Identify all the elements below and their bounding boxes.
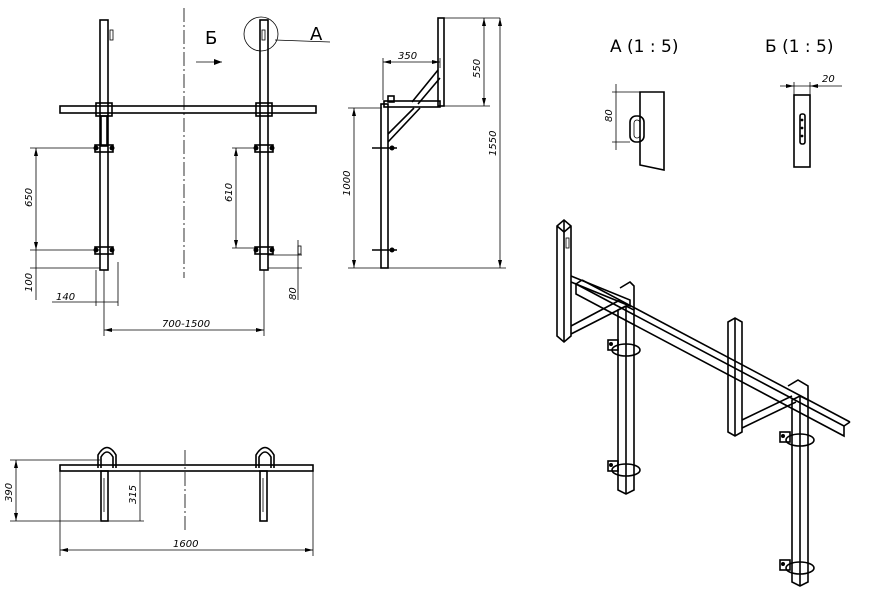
- detail-a: А (1 : 5) 80: [604, 37, 678, 171]
- side-strut: [387, 107, 421, 143]
- plan-left-clamp: [97, 446, 117, 522]
- plan-view: 390 315 1600: [4, 446, 314, 556]
- dim-1600: 1600: [173, 539, 198, 550]
- dim-315: 315: [128, 485, 139, 504]
- dim-550: 550: [472, 59, 483, 78]
- isometric-view: [556, 218, 851, 587]
- dim-390: 390: [4, 483, 15, 502]
- dim-610: 610: [224, 183, 235, 202]
- dim-140: 140: [56, 292, 75, 303]
- dim-1550: 1550: [488, 131, 499, 156]
- plan-right-clamp: [255, 446, 275, 522]
- dim-350: 350: [398, 51, 417, 62]
- dim-80-front: 80: [288, 287, 299, 300]
- front-horizontal-rail: [59, 105, 317, 114]
- front-left-bracket-lower: [93, 246, 115, 255]
- side-post: [380, 103, 389, 269]
- detail-a-title: А (1 : 5): [610, 37, 678, 57]
- dim-span: 700-1500: [162, 319, 210, 330]
- dim-650: 650: [24, 188, 35, 207]
- dim-80-detail-a: 80: [604, 109, 615, 122]
- detail-b: Б (1 : 5) 20: [765, 37, 842, 168]
- detail-a-slot: [629, 115, 645, 143]
- callout-a-circle: [243, 16, 279, 52]
- front-right-bracket-upper: [253, 144, 275, 153]
- detail-b-tube: [793, 94, 811, 168]
- iso-long-rail: [575, 282, 845, 438]
- detail-b-title: Б (1 : 5): [765, 37, 834, 57]
- dim-1000: 1000: [342, 171, 353, 196]
- plan-rail: [59, 464, 314, 472]
- dim-20-detail-b: 20: [822, 74, 835, 85]
- dim-100: 100: [24, 273, 35, 292]
- front-right-bracket-lower: [253, 246, 275, 255]
- view-b-label: Б: [205, 28, 217, 49]
- front-view: А Б 650 100 140 610 80: [24, 8, 331, 336]
- callout-a-label: А: [310, 24, 323, 45]
- side-view: 350 550 1550 1000: [342, 17, 506, 269]
